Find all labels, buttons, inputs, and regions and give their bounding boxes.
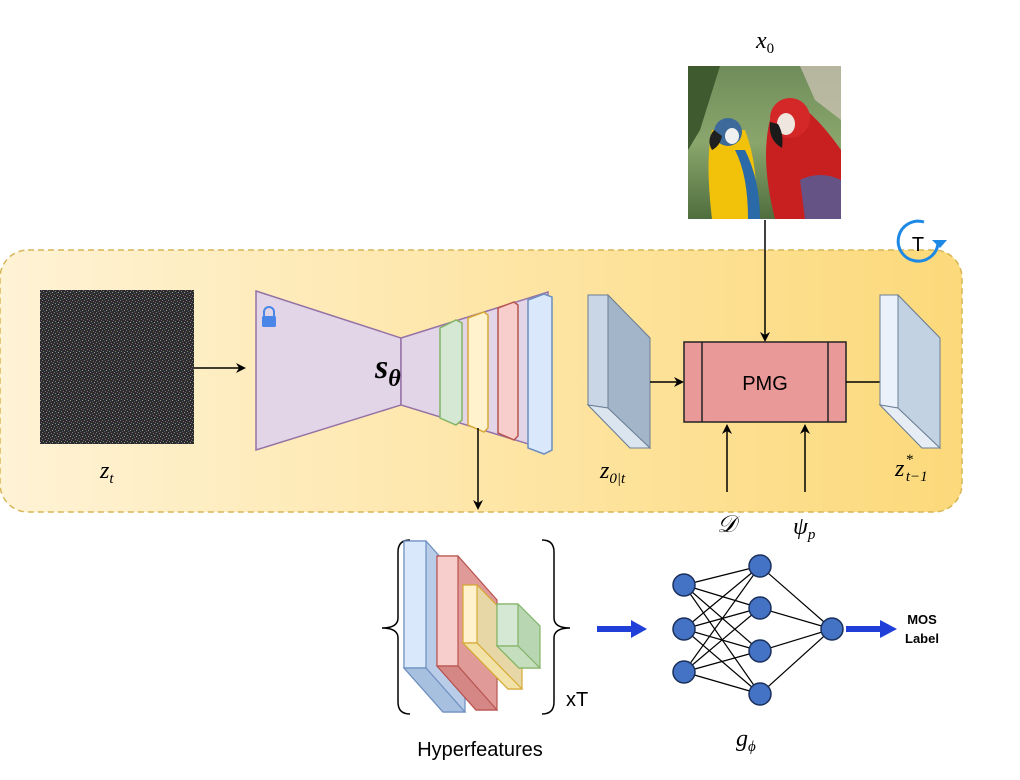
network-node	[672, 617, 696, 641]
lock-icon	[262, 306, 276, 327]
network-edge	[759, 565, 833, 630]
d-label: 𝒟	[717, 512, 741, 538]
decoder-layer-yellow	[467, 311, 489, 433]
network-edge	[683, 671, 761, 695]
xT-label: xT	[566, 689, 588, 711]
x0-label: x0	[755, 28, 774, 57]
network-node	[748, 596, 772, 620]
decoder-layers	[439, 293, 553, 455]
hyperfeatures-group	[381, 539, 571, 715]
network-edge	[759, 628, 833, 652]
loop-arrow-icon: T	[896, 219, 947, 263]
network-node	[748, 554, 772, 578]
network-edge	[683, 565, 761, 673]
s-theta-label: sθ	[374, 349, 401, 392]
network-node	[820, 617, 844, 641]
blue-arrow-to-mos	[846, 620, 897, 638]
loop-count-label: T	[912, 234, 924, 256]
network-node	[672, 573, 696, 597]
z0t-block	[586, 293, 652, 450]
z0t-label: z0|t	[599, 458, 626, 487]
right-brace	[541, 539, 571, 715]
parrots-image	[688, 66, 841, 219]
mos-label: MOS	[907, 612, 937, 627]
g-phi-label: gϕ	[736, 726, 756, 755]
pmg-label: PMG	[742, 373, 788, 395]
zt1-label: z*t−1	[894, 452, 928, 485]
network-node	[748, 639, 772, 663]
left-brace	[381, 539, 411, 715]
decoder-layer-green	[439, 319, 463, 426]
zt1-block	[878, 293, 942, 450]
neural-network	[672, 554, 844, 706]
hyperfeatures-label: Hyperfeatures	[417, 739, 543, 761]
psi-label: ψp	[793, 514, 816, 543]
network-node	[672, 660, 696, 684]
network-edge	[683, 565, 761, 586]
noise-image	[40, 290, 194, 444]
decoder-layer-blue	[527, 293, 553, 455]
network-node	[748, 682, 772, 706]
network-edge	[759, 628, 833, 695]
network-edge	[683, 565, 761, 630]
network-edge	[683, 584, 761, 609]
blue-arrow-to-network	[597, 620, 647, 638]
network-edge	[683, 607, 761, 673]
pmg-box: PMG	[683, 341, 847, 423]
zt-label: zt	[99, 458, 114, 487]
decoder-layer-red	[497, 301, 519, 441]
mos-label-line2: Label	[905, 631, 939, 646]
network-edge	[759, 607, 833, 630]
network-edge	[683, 650, 761, 673]
